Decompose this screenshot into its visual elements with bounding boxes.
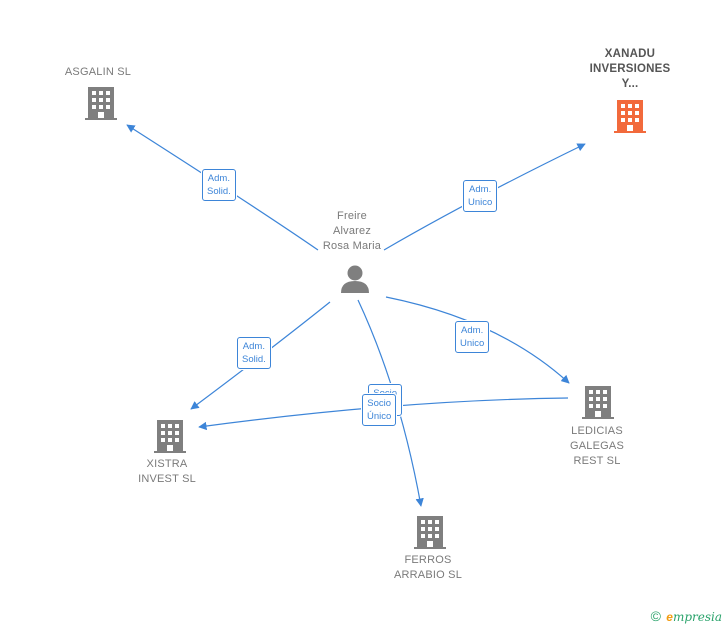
edge-label-ferros: Socio Único	[362, 394, 397, 426]
edge-to-asgalin	[126, 124, 319, 251]
copyright-icon: ©	[650, 608, 661, 624]
node-xistra-label[interactable]: XISTRA INVEST SL	[138, 458, 196, 485]
node-person-label[interactable]: Freire Alvarez Rosa Maria	[322, 210, 382, 252]
person-icon[interactable]	[341, 265, 369, 294]
node-ledicias-label[interactable]: LEDICIAS GALEGAS REST SL	[570, 425, 624, 467]
node-ferros-label[interactable]: FERROS ARRABIO SL	[393, 554, 463, 581]
edge-label-asgalin: Adm. Solid.	[202, 169, 236, 201]
building-icon[interactable]	[582, 386, 614, 419]
edge-label-xanadu: Adm. Unico	[463, 180, 498, 212]
edge-label-ledicias: Adm. Unico	[455, 321, 490, 353]
building-icon[interactable]	[414, 516, 446, 549]
building-icon[interactable]	[614, 100, 646, 133]
brand-name: mpresia	[672, 610, 722, 624]
building-icon[interactable]	[154, 420, 186, 453]
brand-initial: e	[666, 610, 673, 624]
edge-label-xistra: Adm. Solid.	[237, 337, 271, 369]
brand-logo[interactable]: © empresia	[651, 608, 722, 624]
node-xanadu-label[interactable]: XANADU INVERSIONES Y...	[589, 48, 671, 90]
node-asgalin-label[interactable]: ASGALIN SL	[64, 66, 132, 78]
building-icon[interactable]	[85, 87, 117, 120]
